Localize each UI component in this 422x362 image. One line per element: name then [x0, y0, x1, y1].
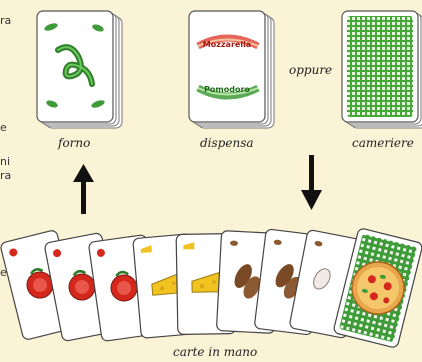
- hand-card: [333, 228, 422, 348]
- forno-deck: [36, 10, 123, 129]
- text-fragment: ra: [0, 169, 12, 182]
- oppure-label: oppure: [289, 63, 333, 77]
- dispensa-label: dispensa: [200, 136, 254, 150]
- pizza-icon: [351, 261, 405, 315]
- cameriere-deck: [341, 10, 422, 129]
- basil-leaf-icon: [44, 23, 105, 108]
- arrow-up-icon: [73, 164, 94, 214]
- text-fragment: e: [0, 121, 7, 134]
- oven-paddle-icon: [55, 44, 95, 87]
- text-fragment: ra: [0, 14, 12, 27]
- text-fragment: e: [0, 266, 7, 279]
- text-fragment: ni: [0, 155, 11, 168]
- forno-label: forno: [58, 136, 91, 150]
- dispensa-deck: Mozzarella Pomodoro: [188, 10, 275, 129]
- hand-label: carte in mano: [173, 345, 258, 359]
- cameriere-label: cameriere: [352, 136, 414, 150]
- hand-fan: [0, 228, 422, 348]
- dispensa-card-text: Mozzarella: [203, 40, 251, 49]
- arrow-down-icon: [301, 155, 322, 210]
- dispensa-card-text: Pomodoro: [204, 85, 250, 94]
